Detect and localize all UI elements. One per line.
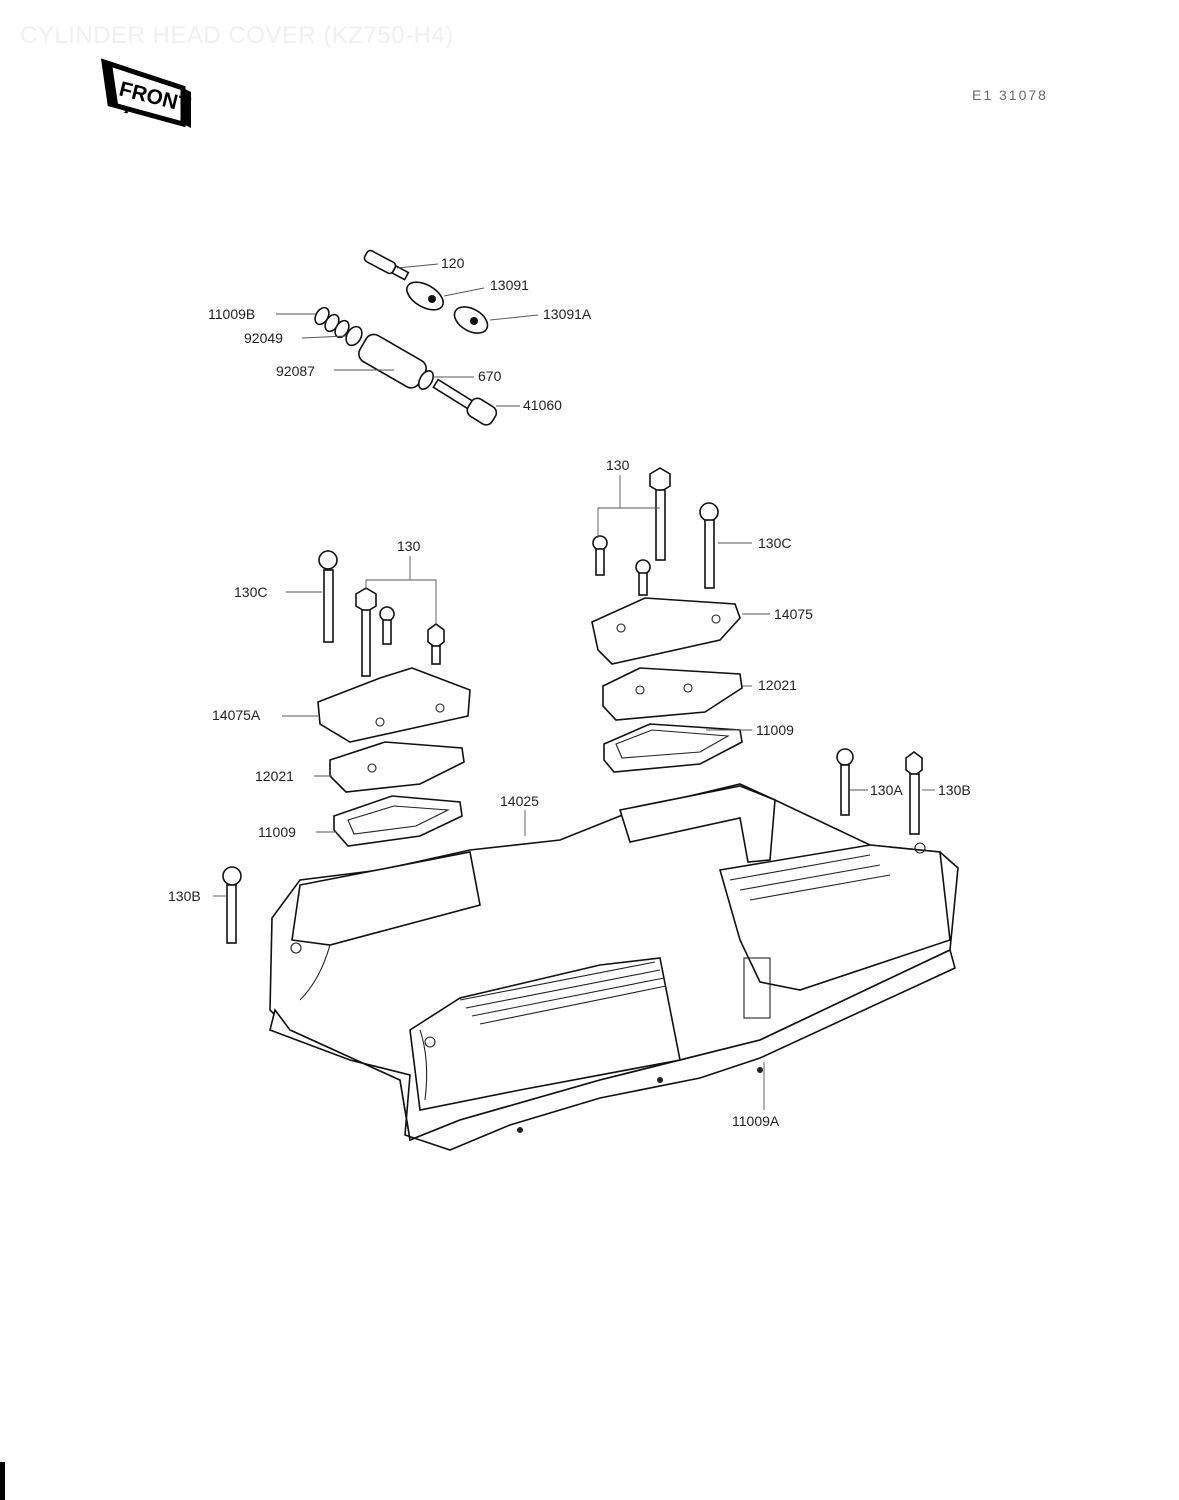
label-670: 670 bbox=[478, 368, 502, 384]
front-arrow-icon: ➘ bbox=[119, 102, 130, 117]
label-12021-right: 12021 bbox=[758, 677, 797, 693]
left-breather-cover-14075a bbox=[317, 667, 471, 743]
cylinder-head-cover-14025 bbox=[269, 783, 959, 1151]
label-130-right: 130 bbox=[606, 457, 630, 473]
label-120: 120 bbox=[441, 255, 465, 271]
left-cover-bolts bbox=[318, 550, 445, 677]
diagram-title: CYLINDER HEAD COVER (KZ750-H4) bbox=[20, 22, 454, 49]
right-cover-bolts bbox=[592, 467, 719, 596]
label-130-left: 130 bbox=[397, 538, 421, 554]
right-plate-12021 bbox=[602, 667, 743, 721]
label-14075: 14075 bbox=[774, 606, 813, 622]
scan-edge-mark bbox=[0, 1462, 5, 1500]
right-breather-cover-14075 bbox=[591, 597, 741, 665]
right-gasket-11009 bbox=[603, 723, 743, 773]
label-92087: 92087 bbox=[276, 363, 315, 379]
cover-bolts-130a-130b bbox=[222, 748, 923, 944]
label-130b-left: 130B bbox=[168, 888, 201, 904]
label-14025: 14025 bbox=[500, 793, 539, 809]
part-number-labels: 120 13091 13091A 11009B 92049 92087 670 … bbox=[168, 255, 971, 1129]
seal-stack-11009b-92049 bbox=[314, 306, 363, 347]
plate-13091 bbox=[406, 281, 444, 311]
diagram-reference-code: E1 31078 bbox=[972, 87, 1048, 103]
label-41060: 41060 bbox=[523, 397, 562, 413]
ring-670 bbox=[417, 370, 435, 390]
label-11009-right: 11009 bbox=[756, 722, 794, 738]
label-11009a: 11009A bbox=[732, 1113, 780, 1129]
front-direction-tag: FRONT ➘ bbox=[100, 58, 193, 128]
label-130c-left: 130C bbox=[234, 584, 267, 600]
label-14075a: 14075A bbox=[212, 707, 261, 723]
label-13091: 13091 bbox=[490, 277, 529, 293]
leader-lines bbox=[213, 263, 935, 1110]
shaft-41060 bbox=[432, 378, 498, 426]
label-130b-right: 130B bbox=[938, 782, 971, 798]
label-11009b: 11009B bbox=[208, 306, 255, 322]
breather-assembly bbox=[314, 249, 498, 426]
bolt-120 bbox=[363, 249, 410, 281]
label-130a: 130A bbox=[870, 782, 903, 798]
left-plate-12021 bbox=[329, 741, 465, 793]
label-130c-right: 130C bbox=[758, 535, 791, 551]
label-92049: 92049 bbox=[244, 330, 283, 346]
label-11009-left: 11009 bbox=[258, 824, 296, 840]
label-12021-left: 12021 bbox=[255, 768, 294, 784]
left-gasket-11009 bbox=[333, 795, 463, 847]
label-13091a: 13091A bbox=[543, 306, 592, 322]
